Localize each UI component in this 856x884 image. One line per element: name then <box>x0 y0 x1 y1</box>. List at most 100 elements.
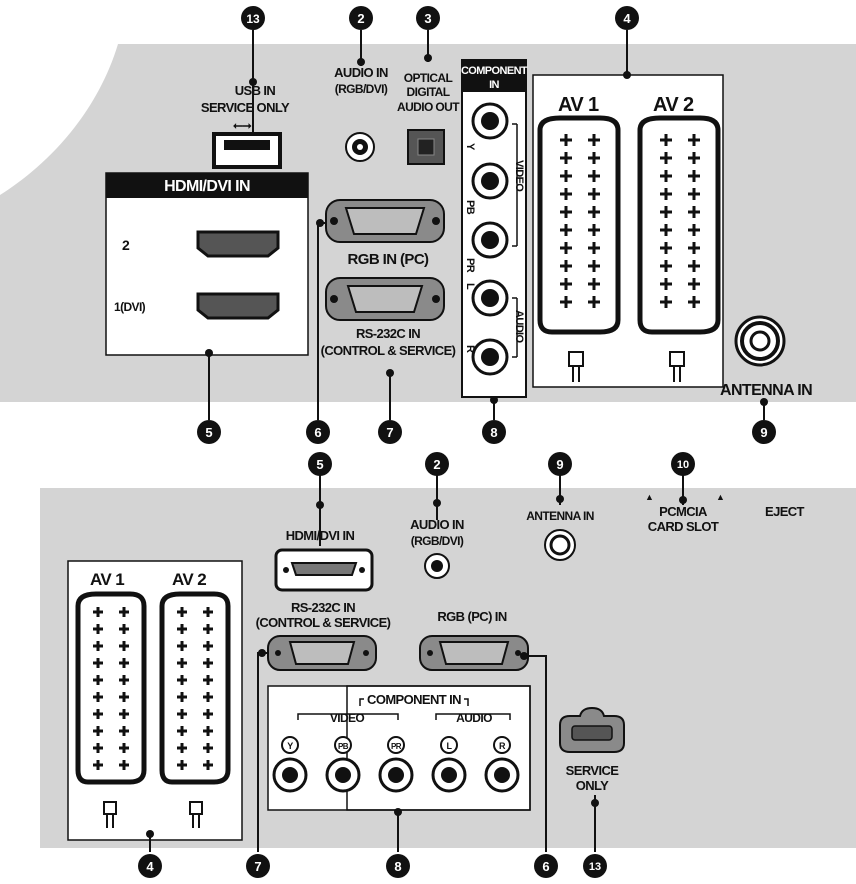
scart-pin <box>180 709 184 719</box>
callout-4-top: 4 <box>615 6 639 30</box>
p2-pcmcia-label-1: PCMCIA <box>659 504 708 519</box>
scart-pin <box>692 260 696 272</box>
hdmi-panel: HDMI/DVI IN 2 1(DVI) <box>105 172 309 356</box>
optical-label-2: DIGITAL <box>407 85 450 99</box>
scart-pin <box>592 152 596 164</box>
audio-in-jack <box>345 132 375 162</box>
scart-pin <box>96 641 100 651</box>
callout-9-bottom: 9 <box>548 452 572 476</box>
scart-pin <box>564 260 568 272</box>
optical-port <box>407 129 445 165</box>
usb-label: USB IN <box>235 83 276 98</box>
scart-pin <box>180 607 184 617</box>
scart-pin <box>664 152 668 164</box>
scart-pin <box>664 224 668 236</box>
svg-text:R: R <box>499 741 506 751</box>
svg-text:9: 9 <box>760 425 767 440</box>
scart-pin <box>692 188 696 200</box>
p2-l-jack: L <box>431 736 467 793</box>
scart-pin <box>592 278 596 290</box>
scart-pin <box>206 658 210 668</box>
scart-pin <box>180 692 184 702</box>
p2-audio-label: AUDIO <box>456 711 492 725</box>
component-r-jack <box>471 338 509 376</box>
p2-rs232-label-2: (CONTROL & SERVICE) <box>256 615 391 630</box>
svg-text:5: 5 <box>205 425 212 440</box>
scart-pin <box>122 709 126 719</box>
av1-cable-icon <box>568 351 584 382</box>
av2-label: AV 2 <box>653 94 694 116</box>
scart-pin <box>122 607 126 617</box>
scart-pin <box>592 260 596 272</box>
svg-text:Y: Y <box>287 741 293 751</box>
scart-pin <box>122 760 126 770</box>
audio-in-sub-label: (RGB/DVI) <box>335 82 388 96</box>
component-pr-label: PR <box>464 258 476 273</box>
scart-pin <box>122 692 126 702</box>
scart-pin <box>564 134 568 146</box>
rs232-label-2: (CONTROL & SERVICE) <box>321 343 456 358</box>
scart-pin <box>692 206 696 218</box>
p2-av1-label: AV 1 <box>90 570 124 589</box>
svg-text:PR: PR <box>391 742 402 751</box>
svg-text:L: L <box>447 741 453 751</box>
scart-pin <box>180 760 184 770</box>
p2-antenna-jack <box>544 529 576 561</box>
panel-1: ⭠⭢ USB IN SERVICE ONLY AUDIO IN (RGB/DVI… <box>0 6 856 444</box>
rs232-label-1: RS-232C IN <box>356 326 420 341</box>
component-y-label: Y <box>464 143 476 151</box>
callout-6-top: 6 <box>306 420 330 444</box>
scart-pin <box>664 278 668 290</box>
scart-pin <box>180 658 184 668</box>
svg-text:7: 7 <box>386 425 393 440</box>
scart-pin <box>206 726 210 736</box>
scart-pin <box>180 743 184 753</box>
svg-text:7: 7 <box>254 859 261 874</box>
p2-hdmi-port <box>274 548 374 592</box>
scart-pin <box>592 224 596 236</box>
hdmi-2-port <box>196 230 280 258</box>
scart-pin <box>592 206 596 218</box>
p2-scart-panel: AV 1 AV 2 <box>67 560 243 841</box>
callout-2-top: 2 <box>349 6 373 30</box>
scart-panel: AV 1 AV 2 <box>532 74 724 388</box>
callout-4-bottom: 4 <box>138 854 162 878</box>
p2-audio-in-label: AUDIO IN <box>410 517 464 532</box>
callout-5-top: 5 <box>197 420 221 444</box>
scart-pin <box>564 206 568 218</box>
p2-pr-jack: PR <box>378 736 414 793</box>
p2-video-label: VIDEO <box>330 711 365 725</box>
p2-eject-label: EJECT <box>765 504 805 519</box>
scart-pin <box>96 709 100 719</box>
p2-rgb-port <box>419 635 529 671</box>
p2-av1-scart <box>75 591 147 785</box>
p2-service-label-1: SERVICE <box>566 763 620 778</box>
rs232-port <box>325 277 445 321</box>
scart-pin <box>564 278 568 290</box>
scart-pin <box>664 188 668 200</box>
hdmi-2-label: 2 <box>122 237 130 253</box>
svg-text:8: 8 <box>394 859 401 874</box>
scart-pin <box>122 658 126 668</box>
svg-text:5: 5 <box>316 457 323 472</box>
scart-pin <box>122 726 126 736</box>
scart-pin <box>206 607 210 617</box>
svg-text:10: 10 <box>677 459 689 471</box>
callout-5-bottom: 5 <box>308 452 332 476</box>
p2-hdmi-label: HDMI/DVI IN <box>286 528 355 543</box>
callout-7-top: 7 <box>378 420 402 444</box>
callout-8-bottom: 8 <box>386 854 410 878</box>
scart-pin <box>664 134 668 146</box>
component-l-jack <box>471 279 509 317</box>
scart-pin <box>206 675 210 685</box>
svg-text:6: 6 <box>542 859 549 874</box>
callout-2-bottom: 2 <box>425 452 449 476</box>
scart-pin <box>96 726 100 736</box>
hdmi-1-label: 1(DVI) <box>114 300 146 314</box>
optical-label-3: AUDIO OUT <box>397 100 460 114</box>
scart-pin <box>206 692 210 702</box>
scart-pin <box>564 224 568 236</box>
callout-7-bottom: 7 <box>246 854 270 878</box>
component-r-label: R <box>464 345 476 353</box>
